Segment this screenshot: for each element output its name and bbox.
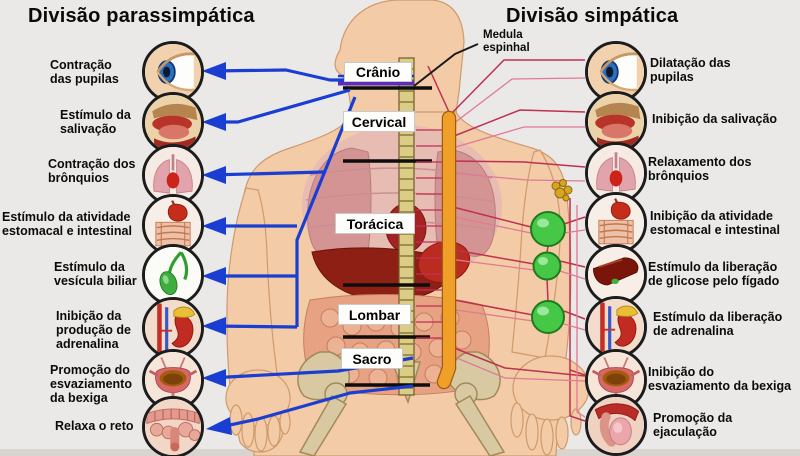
femur-right [454,394,506,456]
ganglion-1 [530,211,566,247]
collateral-ganglia [530,211,566,334]
organ-circle-liver [585,244,647,306]
spine-label-sacro: Sacro [341,348,403,369]
finger [555,416,569,450]
organ-circle-stomach-left [142,194,204,256]
label-estimulo-salivacao: Estímulo da salivação [60,108,131,136]
rectum-icon [145,399,201,455]
spine-label-toracica: Torácica [335,213,415,234]
label-liberacao-adrenalina: Estímulo da liberação de adrenalina [653,310,783,338]
label-relaxa-reto: Relaxa o reto [55,419,134,433]
label-inibicao-esvaziamento: Inibição do esvaziamento da bexiga [648,365,792,393]
sympathetic-lines [427,59,586,422]
femur-left [298,394,348,456]
stomach-intestines-icon [145,197,201,253]
medulla-pointer-line [413,43,479,87]
gallbladder-icon [145,247,201,303]
label-dilatacao-pupilas: Dilatação das pupilas [650,56,731,84]
medulla-label: Medula espinhal [483,29,530,55]
finger [229,404,243,436]
label-estimulo-estomacal: Estímulo da atividade estomacal e intest… [2,210,132,238]
label-estimulo-vesicula: Estímulo da vesícula biliar [54,260,137,288]
salivation-icon [145,95,201,151]
organ-circle-mouth-right [585,91,647,153]
adrenal-kidney-icon [588,299,644,355]
label-promocao-ejaculacao: Promoção da ejaculação [653,411,733,439]
label-inibicao-salivacao: Inibição da salivação [652,112,778,126]
lungs-icon [145,147,201,203]
finger [241,412,255,448]
label-inibicao-estomacal: Inibição da atividade estomacal e intest… [650,209,780,237]
bladder-icon [145,352,201,408]
title-sympathetic: Divisão simpática [506,5,679,27]
sympathetic-chain [436,110,457,390]
label-contracao-pupilas: Contração das pupilas [50,58,119,86]
spine-label-cervical: Cervical [343,111,415,132]
region-dividers [343,86,432,387]
celiac-ganglion [551,179,573,202]
label-contracao-bronquios: Contração dos brônquios [48,157,136,185]
ganglion-2 [532,251,562,281]
title-parasympathetic: Divisão parassimpática [28,5,255,27]
salivation-icon [588,94,644,150]
ganglion-3-highlight [537,306,549,316]
finger [540,418,554,456]
label-relaxamento-bronquios: Relaxamento dos brônquios [648,155,752,183]
spinal-rami-lines [416,129,443,339]
ganglion-3 [531,300,565,334]
ganglion-1-highlight [537,218,549,228]
finger [254,416,268,452]
organ-circle-adrenal-left [142,297,204,359]
stomach-intestines-icon [588,195,644,251]
organ-circle-stomach-right [585,192,647,254]
finger [570,408,582,436]
arrowheads [202,62,232,435]
label-promocao-esvaziamento: Promoção do esvaziamento da bexiga [50,363,132,405]
vagal-trunk [295,96,357,327]
label-inibicao-adrenalina: Inibição da produção de adrenalina [56,309,132,351]
ganglion-2-highlight [538,257,548,265]
adrenal-kidney-icon [145,300,201,356]
eye-icon [145,44,201,100]
organ-circle-gallbladder [142,244,204,306]
finger [510,402,524,438]
finger [525,413,539,451]
organ-circle-lungs-right [585,142,647,204]
label-liberacao-glicose: Estímulo da liberação de glicose pelo fí… [648,260,780,288]
lungs-icon [588,145,644,201]
pelvis-bones [297,351,506,456]
genital-icon [588,397,644,453]
finger [267,415,281,447]
spine-label-cranio: Crânio [344,62,412,82]
organ-circle-genital [585,394,647,456]
eye-icon [588,44,644,100]
liver-icon [588,247,644,303]
organ-circle-adrenal-right [585,296,647,358]
organ-circle-eye-right [585,41,647,103]
spine-label-lombar: Lombar [338,304,411,325]
organ-circle-rectum [142,396,204,456]
